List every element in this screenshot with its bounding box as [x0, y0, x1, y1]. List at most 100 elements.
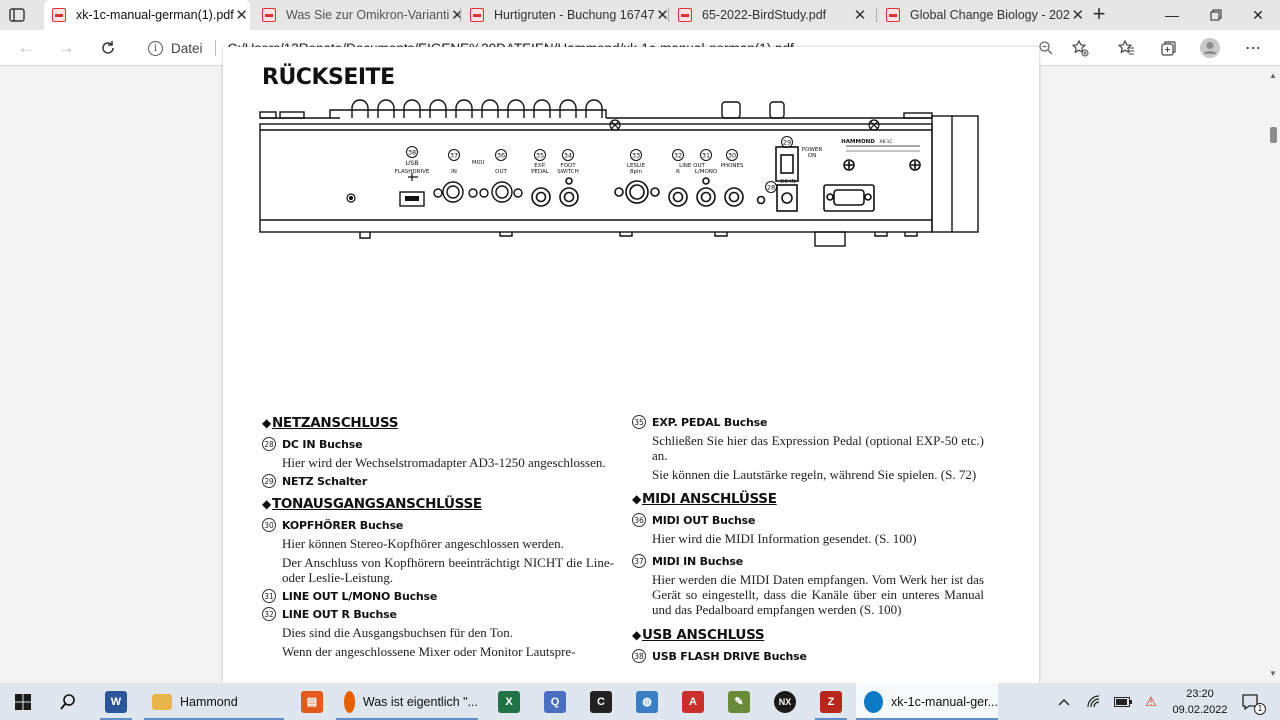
label-pedal: PEDAL	[531, 169, 550, 175]
scroll-down-arrow-icon[interactable]: ▼	[1269, 669, 1277, 678]
taskbar-folder[interactable]: Hammond	[144, 683, 284, 720]
search-button[interactable]	[56, 683, 80, 720]
label-36: 36	[497, 152, 505, 160]
excel-icon: X	[498, 690, 520, 713]
taskbar-app-globe[interactable]: ◍	[635, 683, 659, 720]
zoom-icon[interactable]	[1036, 38, 1056, 58]
app-globe-icon: ◍	[636, 690, 658, 713]
taskbar-app-q[interactable]: Q	[543, 683, 567, 720]
item-description: Hier wird der Wechselstromadapter AD3-12…	[282, 455, 606, 470]
label-35: 35	[536, 152, 544, 160]
taskbar-app-tool[interactable]: ✎	[727, 683, 751, 720]
taskbar-label: xk-1c-manual-ger...	[891, 694, 998, 709]
tab-active[interactable]: xk-1c-manual-german(1).pdf ✕	[44, 0, 250, 30]
scroll-thumb[interactable]	[1270, 127, 1277, 143]
close-icon[interactable]: ✕	[853, 7, 867, 24]
tab-separator	[668, 8, 669, 22]
item-description: Sie können die Lautstärke regeln, währen…	[652, 467, 977, 482]
label-midi: MIDI	[472, 160, 485, 166]
pdf-icon	[52, 8, 66, 22]
label-brand: HAMMOND	[841, 139, 875, 145]
label-37: 37	[450, 152, 458, 160]
nx-icon: NX	[774, 690, 796, 713]
app-tool-icon: ✎	[728, 690, 750, 713]
label-switch: SWITCH	[557, 169, 579, 175]
taskbar-edge[interactable]: xk-1c-manual-ger...	[856, 683, 998, 720]
taskbar-firefox[interactable]: Was ist eigentlich "...	[336, 683, 478, 720]
scroll-up-arrow-icon[interactable]: ▲	[1269, 71, 1277, 80]
back-button[interactable]: ←	[17, 38, 35, 57]
running-indicator	[815, 718, 847, 720]
taskbar-word[interactable]: W	[104, 683, 128, 720]
new-tab-button[interactable]: +	[1092, 1, 1106, 26]
vertical-scrollbar[interactable]: ▲ ▼	[1266, 67, 1280, 683]
close-icon[interactable]: ✕	[1071, 7, 1085, 24]
label-28: 28	[767, 184, 775, 192]
close-icon[interactable]: ✕	[656, 7, 669, 24]
tab[interactable]: Was Sie zur Omikron-Varianti ✕	[254, 0, 464, 30]
chevron-up-icon[interactable]	[1054, 683, 1074, 720]
taskbar-nx[interactable]: NX	[773, 683, 797, 720]
label-exp: EXP.	[534, 163, 546, 169]
wifi-icon[interactable]	[1084, 683, 1106, 720]
item-description: Hier werden die MIDI Daten empfangen. Vo…	[652, 572, 984, 617]
tab[interactable]: 65-2022-BirdStudy.pdf ✕	[670, 0, 876, 30]
running-indicator	[336, 718, 478, 720]
tab-actions-icon[interactable]	[8, 6, 26, 24]
battery-icon[interactable]	[1112, 683, 1134, 720]
favorites-icon[interactable]	[1114, 36, 1138, 60]
item-description: Der Anschluss von Kopfhörern beeinträcht…	[282, 555, 614, 585]
label-34: 34	[564, 152, 572, 160]
restore-button[interactable]	[1194, 0, 1238, 30]
tab[interactable]: Global Change Biology - 202 ✕	[878, 0, 1084, 30]
tab[interactable]: Hurtigruten - Buchung 16747 ✕	[462, 0, 669, 30]
pdf-icon	[470, 8, 484, 22]
label-on: ON	[808, 153, 816, 159]
pdf-icon	[886, 8, 900, 22]
pdf-icon	[262, 8, 276, 22]
system-clock[interactable]: 23:20 09.02.2022	[1170, 686, 1230, 718]
label-midi-in: IN	[451, 169, 457, 175]
forward-button[interactable]: →	[57, 38, 75, 57]
close-window-button[interactable]: ✕	[1252, 6, 1264, 23]
label-midi-out: OUT	[495, 169, 507, 175]
label-38: 38	[408, 149, 416, 157]
close-icon[interactable]: ✕	[235, 7, 248, 24]
more-menu-icon[interactable]: ⋯	[1245, 40, 1261, 57]
info-icon[interactable]: i	[148, 40, 163, 56]
label-32: 32	[674, 152, 682, 160]
taskbar-pdf-reader[interactable]: ▤	[300, 683, 324, 720]
tab-title: xk-1c-manual-german(1).pdf	[76, 8, 234, 22]
add-favorite-icon[interactable]	[1070, 38, 1090, 58]
taskbar-filezilla[interactable]: Z	[819, 683, 843, 720]
section-heading: ◆USB ANSCHLUSS	[632, 627, 765, 643]
start-button[interactable]	[10, 683, 36, 720]
label-flashdrive: FLASHDRIVE	[395, 169, 430, 175]
label-30: 30	[728, 152, 736, 160]
label-leslie: LESLIE	[627, 163, 646, 169]
label-8pin: 8pin	[630, 169, 643, 175]
acrobat-icon: A	[682, 690, 704, 713]
item-description: Dies sind die Ausgangsbuchsen für den To…	[282, 625, 514, 640]
collections-icon[interactable]	[1156, 36, 1180, 60]
pdf-page: RÜCKSEITE	[223, 47, 1039, 707]
minimize-button[interactable]: —	[1165, 7, 1179, 23]
label-usb: USB	[405, 159, 418, 167]
profile-avatar[interactable]	[1198, 36, 1222, 60]
taskbar-app-c[interactable]: C	[589, 683, 613, 720]
label-lmono: L/MONO	[695, 169, 718, 175]
security-alert-icon[interactable]: ⚠	[1145, 693, 1157, 709]
notification-icon[interactable]	[1238, 683, 1262, 720]
reload-button[interactable]	[96, 36, 120, 60]
divider	[214, 40, 216, 56]
item-description: Wenn der angeschlossene Mixer oder Monit…	[282, 644, 576, 659]
tab-title: Hurtigruten - Buchung 16747	[494, 8, 655, 22]
taskbar-excel[interactable]: X	[497, 683, 521, 720]
taskbar-acrobat[interactable]: A	[681, 683, 705, 720]
